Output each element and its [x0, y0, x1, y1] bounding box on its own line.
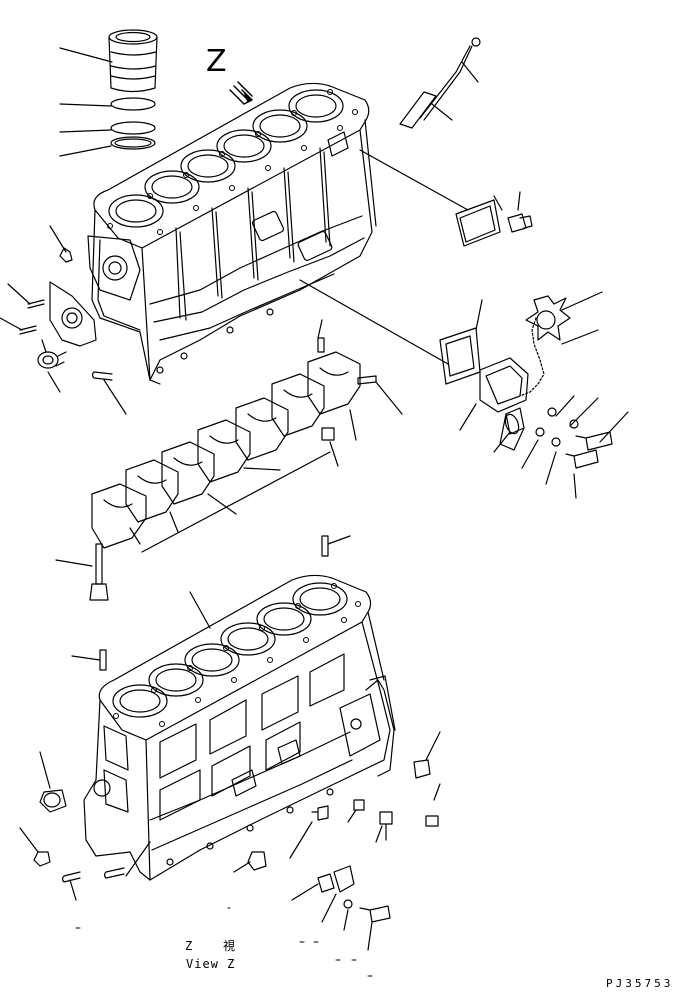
view-z-arrow-icon: [229, 81, 253, 105]
main-bearing-caps: [91, 337, 377, 549]
front-plate-parts-upper: [19, 247, 113, 381]
view-caption-kanji: 視: [223, 939, 236, 953]
bearing-cap-leader-lines: [129, 319, 403, 553]
hose-and-washers: [459, 395, 629, 499]
view-caption-letter: Z: [185, 939, 193, 953]
dipstick: [399, 37, 481, 129]
cylinder-block-upper: [87, 82, 377, 385]
caption-dashes: [75, 907, 373, 977]
lower-block-parts: [19, 649, 441, 951]
liner-leader-lines: [59, 47, 113, 157]
cylinder-block-lower: [83, 574, 395, 881]
side-cover-gasket: [359, 149, 533, 247]
view-z-label: Z: [206, 44, 227, 79]
cylinder-liner: [108, 29, 158, 93]
liner-o-rings: [110, 97, 156, 150]
breather-assembly: [479, 291, 603, 413]
upper-left-leader-lines: [0, 225, 127, 415]
dowel-pin-upper: [321, 535, 351, 557]
main-bearing-bolt: [55, 543, 109, 601]
view-caption-english: View Z: [186, 957, 236, 971]
lower-block-leader-lines: [189, 591, 313, 859]
water-outlet-gasket: [299, 279, 483, 385]
drawing-number: PJ35753: [606, 977, 674, 990]
